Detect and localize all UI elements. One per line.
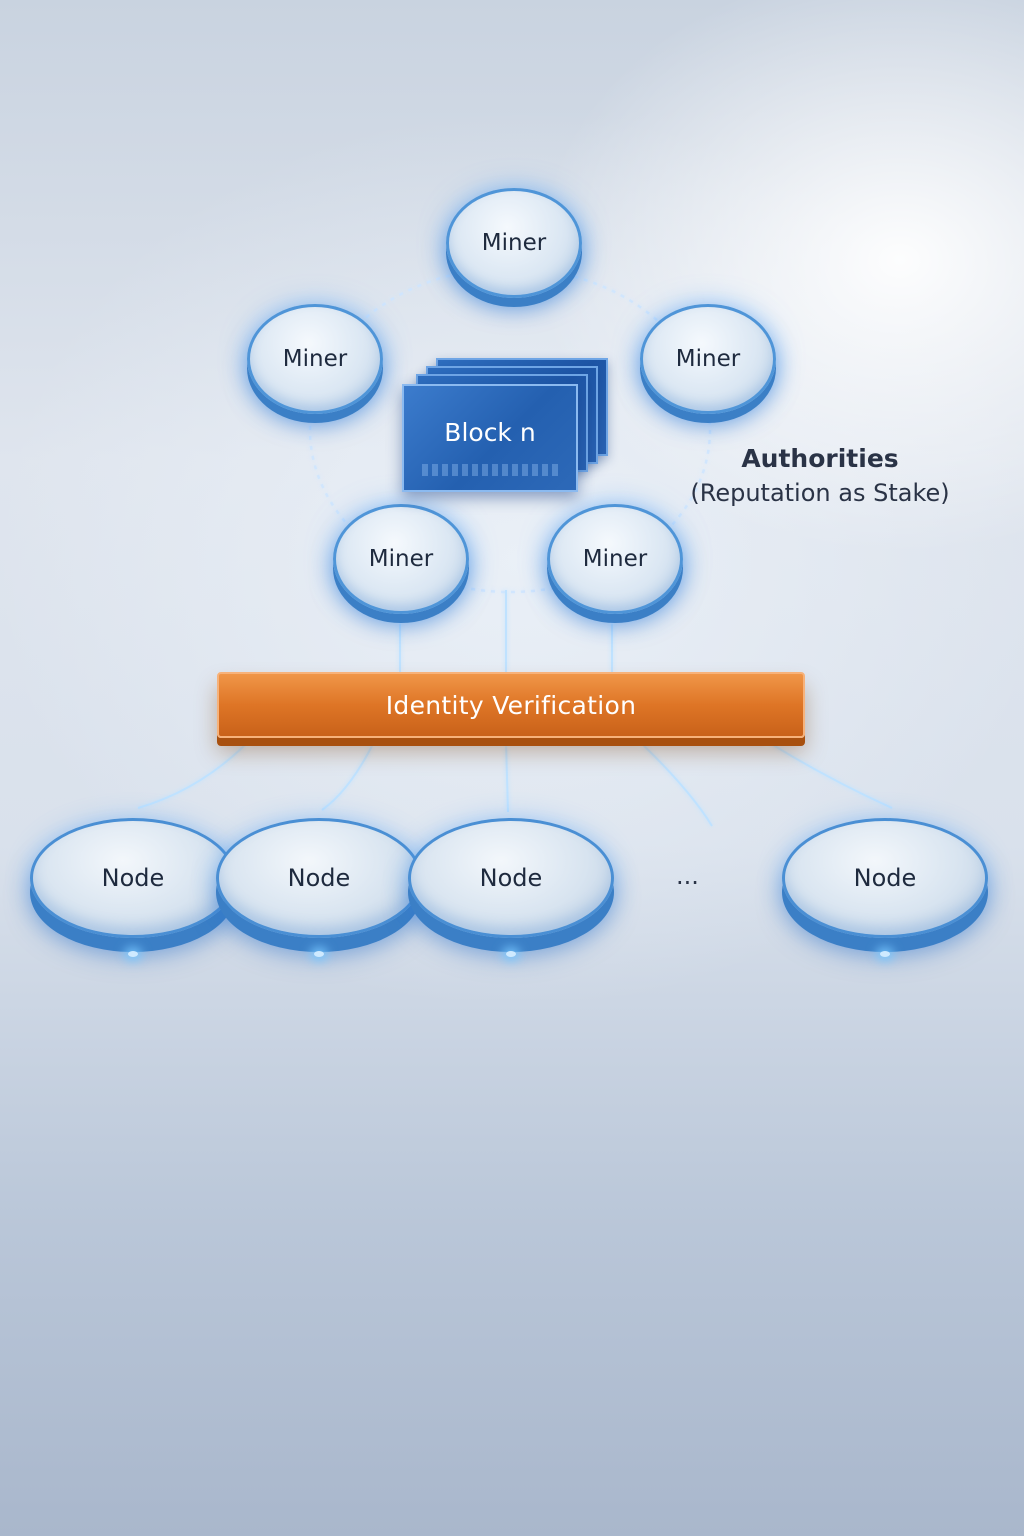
authorities-subtitle: (Reputation as Stake) (690, 479, 950, 507)
connector-spark (608, 616, 616, 624)
more-nodes-ellipsis: ... (676, 862, 699, 890)
node-label: Node (101, 864, 165, 892)
miner-lower-left: Miner (333, 504, 469, 614)
node-3: Node (408, 818, 614, 957)
miner-label: Miner (368, 546, 434, 572)
miner-label: Miner (582, 546, 648, 572)
connector-spark (502, 738, 510, 746)
node-label: Node (853, 864, 917, 892)
authority-ring (308, 266, 712, 594)
miner-label: Miner (481, 230, 547, 256)
block-code-pattern (422, 464, 558, 476)
connector-spark (396, 616, 404, 624)
authorities-title: Authorities (741, 444, 899, 473)
miner-lower-right: Miner (547, 504, 683, 614)
connector-line (137, 741, 249, 809)
identity-verification-label: Identity Verification (385, 690, 637, 720)
node-glow (506, 951, 516, 957)
connector-line (321, 741, 375, 811)
miner-label: Miner (675, 346, 741, 372)
connector-spark (370, 738, 378, 746)
connector-line (639, 741, 713, 827)
node-2: Node (216, 818, 422, 957)
block-stack: Block n (402, 358, 612, 498)
node-label: Node (479, 864, 543, 892)
miner-upper-left: Miner (247, 304, 383, 414)
node-4: Node (782, 818, 988, 957)
connector-spark (636, 738, 644, 746)
connector-spark (244, 738, 252, 746)
block-card: Block n (402, 384, 578, 492)
connector-line (505, 741, 509, 813)
block-label: Block n (444, 417, 536, 447)
node-label: Node (287, 864, 351, 892)
identity-verification-bar: Identity Verification (217, 672, 805, 738)
authorities-caption: Authorities (Reputation as Stake) (660, 444, 980, 507)
node-glow (128, 951, 138, 957)
node-glow (880, 951, 890, 957)
miner-label: Miner (282, 346, 348, 372)
node-1: Node (30, 818, 236, 957)
miner-top: Miner (446, 188, 582, 298)
connector-line (767, 741, 893, 809)
node-glow (314, 951, 324, 957)
connector-spark (764, 738, 772, 746)
miner-upper-right: Miner (640, 304, 776, 414)
